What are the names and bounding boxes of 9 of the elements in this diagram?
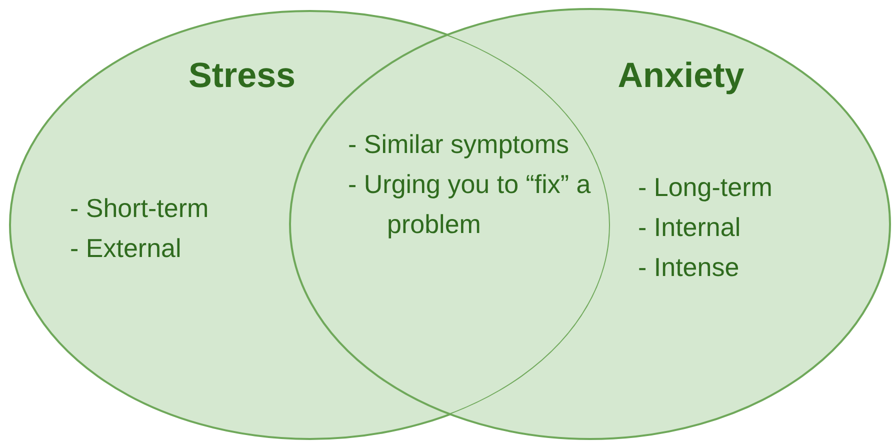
list-item: - Similar symptoms bbox=[348, 128, 570, 161]
circle-title: Anxiety bbox=[618, 56, 744, 96]
list-item: - Urging you to “fix” a problem bbox=[348, 168, 592, 241]
list-item: - Internal bbox=[638, 211, 742, 244]
circle-title: Stress bbox=[188, 56, 296, 96]
list-item: - Intense bbox=[638, 251, 740, 284]
list-item: - External bbox=[70, 232, 182, 265]
list-item: - Long-term bbox=[638, 171, 774, 204]
list-item: - Short-term bbox=[70, 192, 210, 225]
